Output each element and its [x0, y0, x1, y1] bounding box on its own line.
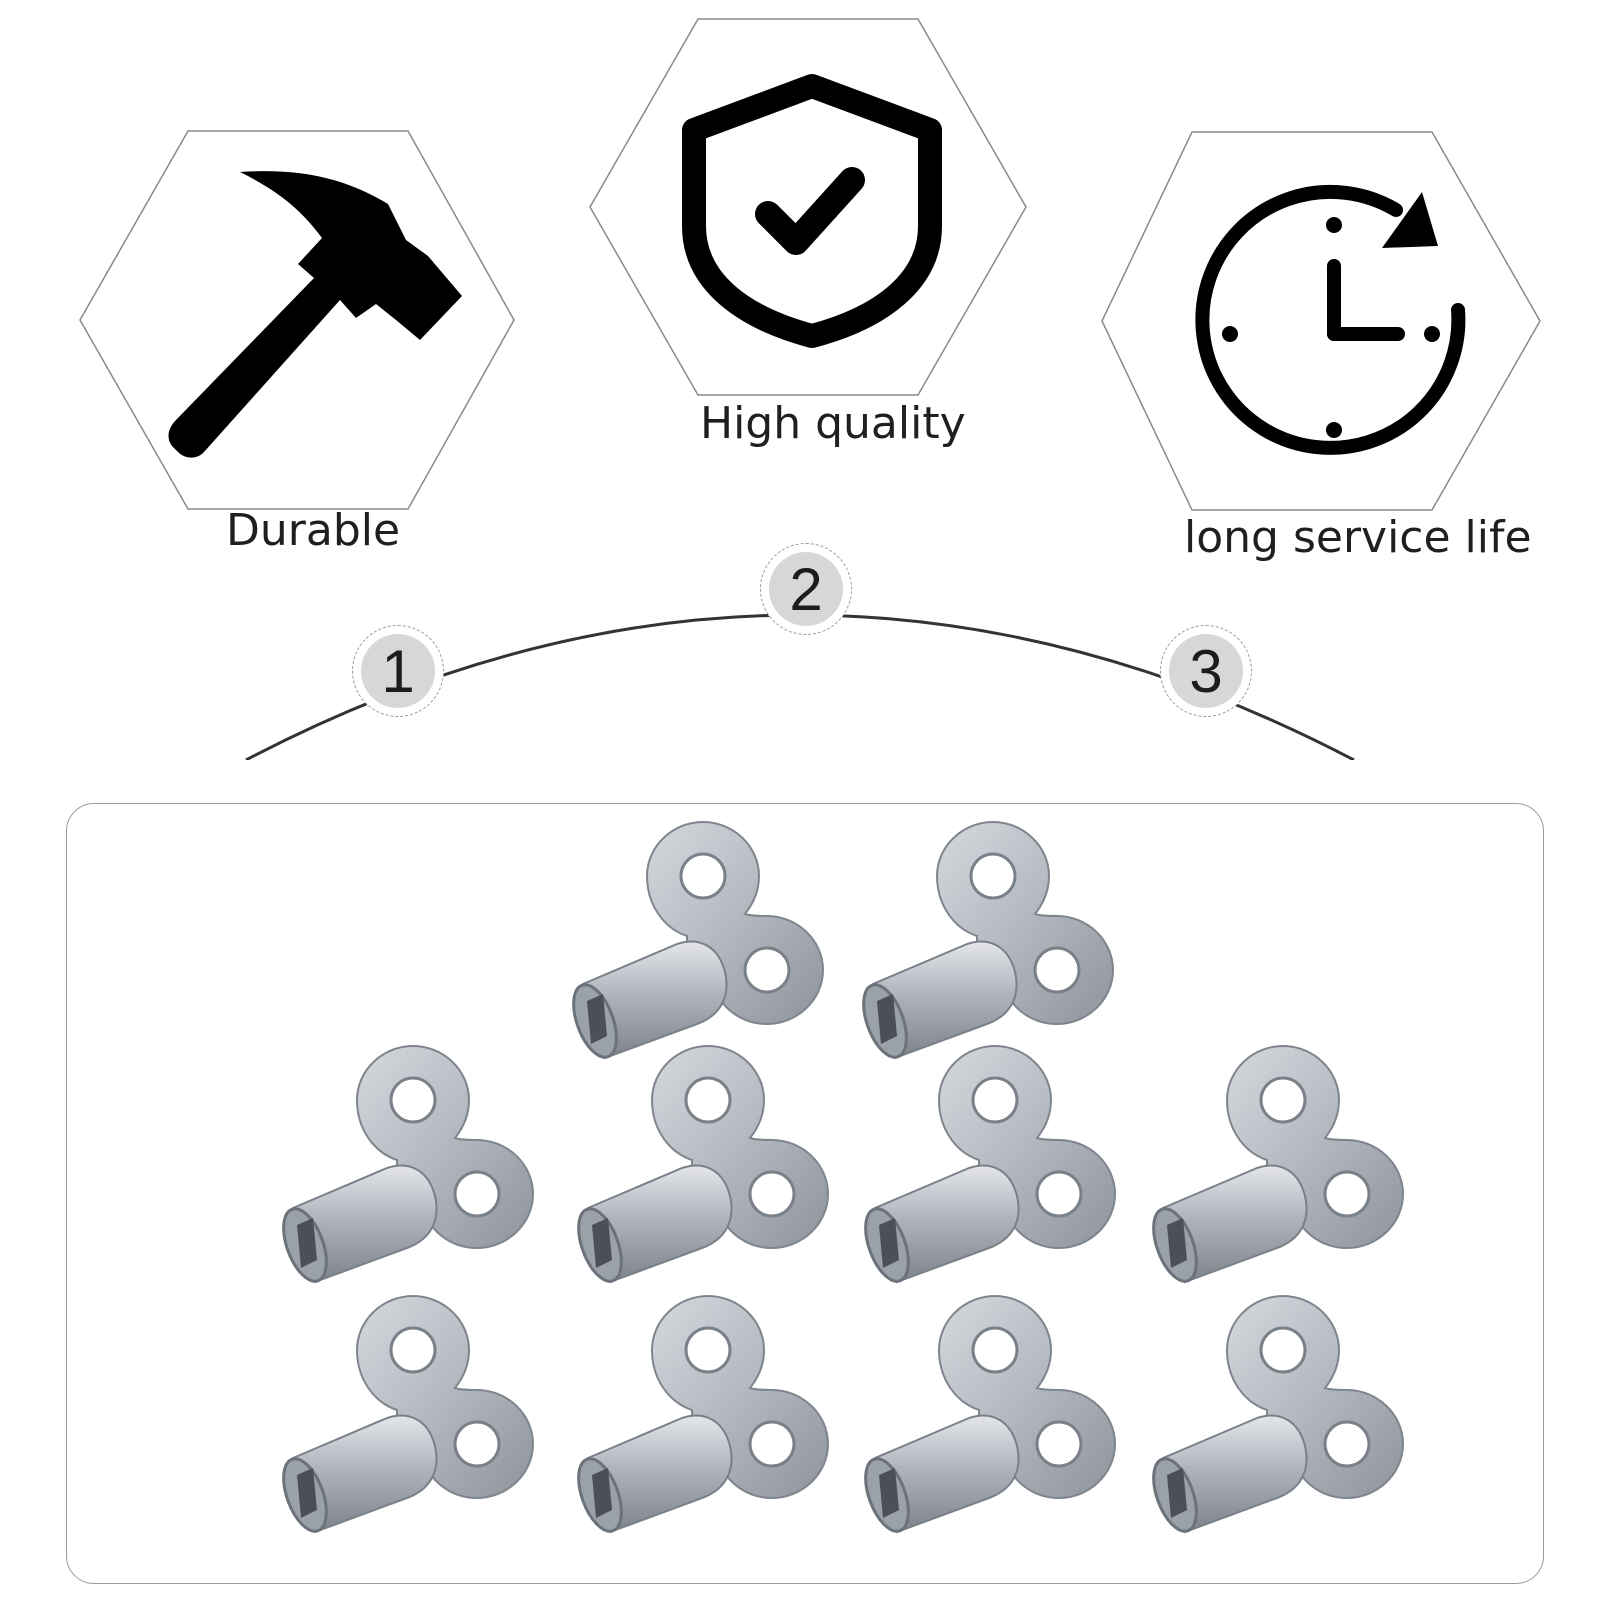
hexagon-frame-long-life	[1101, 131, 1541, 511]
radiator-key-item	[273, 1044, 535, 1289]
radiator-key-item	[853, 820, 1115, 1065]
radiator-key-item	[855, 1294, 1117, 1539]
hammer-icon	[168, 171, 462, 458]
clock-refresh-icon	[1195, 184, 1466, 455]
step-badge-1: 1	[352, 625, 444, 717]
hexagon-frame-durable	[79, 130, 515, 510]
radiator-key-item	[1143, 1044, 1405, 1289]
radiator-key-item	[568, 1044, 830, 1289]
product-panel	[66, 803, 1544, 1584]
step-badge-2: 2	[760, 543, 852, 635]
step-number: 2	[789, 556, 823, 623]
step-badge-3: 3	[1160, 625, 1252, 717]
step-number: 3	[1189, 638, 1223, 705]
feature-label-high-quality: High quality	[700, 398, 966, 449]
radiator-key-item	[1143, 1294, 1405, 1539]
hexagon-frame-high-quality	[589, 18, 1027, 396]
radiator-key-item	[563, 820, 825, 1065]
product-keys-image	[273, 820, 1405, 1539]
step-number: 1	[381, 638, 415, 705]
feature-label-durable: Durable	[226, 505, 401, 556]
feature-label-long-service-life: long service life	[1184, 512, 1532, 563]
radiator-key-item	[568, 1294, 830, 1539]
radiator-key-item	[855, 1044, 1117, 1289]
radiator-key-item	[273, 1294, 535, 1539]
shield-check-icon	[682, 74, 942, 348]
feature-graphics	[79, 18, 1541, 760]
